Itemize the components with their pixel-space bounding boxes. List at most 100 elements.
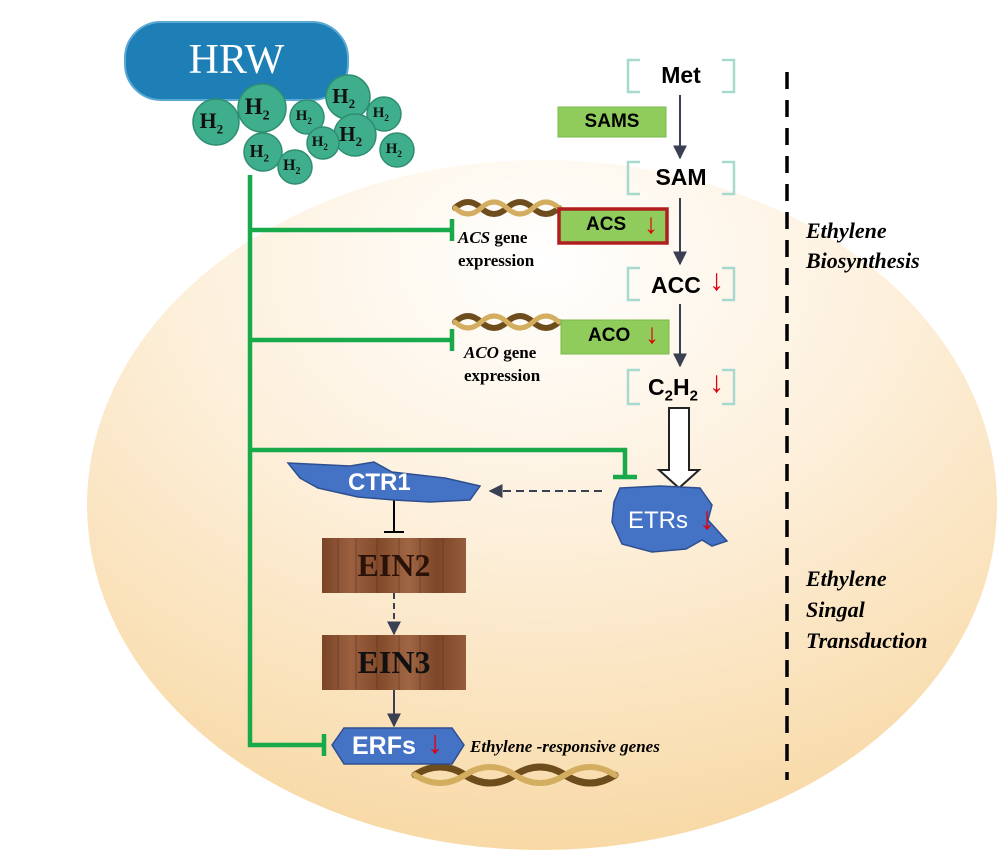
- ctr1-shape: [286, 461, 482, 503]
- h2-base: H: [283, 157, 296, 175]
- h2-label: H2: [386, 141, 402, 159]
- c2h2-c-sub: 2: [664, 387, 673, 405]
- h2-sub: 2: [384, 112, 389, 123]
- transduction-title-line2: Singal: [806, 597, 865, 622]
- erfs-down-arrow: ↓: [427, 724, 443, 760]
- h2-base: H: [372, 104, 385, 121]
- dna-acs: [452, 199, 562, 217]
- c2h2-bracket: [626, 368, 736, 406]
- h2-bubble: [366, 96, 402, 132]
- h2-sub: 2: [323, 141, 328, 152]
- erfs-label: ERFs: [352, 732, 416, 760]
- h2-sub: 2: [307, 115, 312, 126]
- h2-label: H2: [312, 134, 328, 152]
- acs-gene-word: gene: [490, 228, 528, 247]
- hrw-inhibition-lines: [247, 175, 637, 756]
- acc-down-arrow: ↓: [709, 264, 724, 297]
- c2h2-to-etrs-arrow: [656, 407, 702, 490]
- biosynthesis-title-line2: Biosynthesis: [806, 248, 920, 273]
- h2-label: H2: [339, 122, 362, 150]
- h2-label: H2: [200, 108, 224, 137]
- aco-label: ACO: [588, 325, 631, 346]
- sam-label: SAM: [655, 164, 707, 190]
- acs-expression-label: expression: [458, 251, 535, 270]
- h2-label: H2: [245, 94, 270, 125]
- ein2-block: [322, 538, 466, 593]
- h2-sub: 2: [263, 152, 270, 165]
- ein2-label: EIN2: [357, 547, 431, 583]
- c2h2-h: H: [672, 374, 690, 400]
- etrs-shape: [611, 485, 729, 553]
- h2-base: H: [199, 108, 217, 134]
- aco-down-arrow: ↓: [645, 318, 659, 349]
- h2-sub: 2: [262, 108, 270, 124]
- acs-down-arrow: ↓: [644, 208, 658, 239]
- h2-label: H2: [296, 108, 312, 126]
- biosynthesis-title-line1: Ethylene: [806, 218, 887, 243]
- pathway-arrows: [387, 95, 687, 728]
- sam-bracket: [626, 160, 736, 196]
- dna-aco: [452, 313, 562, 331]
- h2-sub: 2: [216, 121, 224, 137]
- aco-expression-label: expression: [464, 366, 541, 385]
- h2-base: H: [385, 140, 398, 157]
- metabolite-brackets: [626, 58, 736, 406]
- h2-bubble: [306, 126, 340, 160]
- h2-sub: 2: [295, 166, 301, 178]
- h2-label: H2: [332, 84, 355, 112]
- ein3-label: EIN3: [357, 644, 431, 680]
- ctr1-inhibit-ein2: [384, 500, 404, 533]
- c2h2-down-arrow: ↓: [709, 366, 724, 399]
- cell-background: [87, 160, 997, 850]
- ethylene-responsive-genes-label: Ethylene -responsive genes: [470, 737, 660, 756]
- h2-base: H: [244, 93, 263, 119]
- h2-label: H2: [250, 141, 270, 165]
- h2-base: H: [332, 83, 349, 108]
- acs-gene-label: ACS gene: [458, 228, 527, 248]
- hrw-main-line: [247, 175, 324, 748]
- h2-bubble: [237, 83, 287, 133]
- h2-label: H2: [373, 105, 389, 123]
- met-label: Met: [661, 62, 701, 88]
- ctr1-label: CTR1: [348, 469, 411, 496]
- h2-base: H: [295, 107, 308, 124]
- h2-base: H: [339, 121, 356, 146]
- aco-gene-name: ACO: [464, 343, 499, 362]
- h2-bubble: [289, 99, 325, 135]
- h2-bubble: [243, 132, 283, 172]
- sams-label: SAMS: [584, 111, 640, 132]
- erfs-shape: [331, 727, 465, 765]
- etrs-label: ETRs: [628, 507, 688, 534]
- aco-gene-word: gene: [498, 343, 537, 362]
- acc-bracket: [626, 266, 736, 302]
- acc-label: ACC: [651, 272, 701, 298]
- c2h2-c: C: [648, 374, 665, 400]
- h2-base: H: [311, 133, 324, 150]
- h2-sub: 2: [355, 134, 363, 150]
- aco-box: [560, 319, 670, 355]
- inhibit-etrs-line: [250, 447, 628, 475]
- transduction-title-line1: Ethylene: [806, 566, 887, 591]
- hrw-label: HRW: [188, 37, 285, 83]
- hrw-box: [124, 21, 349, 101]
- acs-gene-name: ACS: [458, 228, 491, 247]
- h2-bubbles: [192, 74, 415, 185]
- h2-bubble: [277, 149, 313, 185]
- ein3-block: [322, 635, 466, 690]
- acs-box: [557, 207, 669, 245]
- h2-bubble: [192, 98, 240, 146]
- dna-erfs: [411, 763, 619, 787]
- aco-gene-label: ACO gene: [464, 343, 536, 363]
- acs-label: ACS: [586, 214, 627, 235]
- transduction-title-line3: Transduction: [806, 628, 928, 653]
- sams-box: [557, 106, 667, 138]
- h2-sub: 2: [348, 96, 356, 112]
- h2-bubble: [379, 132, 415, 168]
- h2-base: H: [249, 140, 264, 161]
- h2-label: H2: [283, 157, 300, 177]
- etrs-down-arrow: ↓: [699, 500, 715, 536]
- c2h2-label: C2H2: [648, 374, 698, 405]
- h2-sub: 2: [397, 148, 402, 159]
- met-bracket: [626, 58, 736, 94]
